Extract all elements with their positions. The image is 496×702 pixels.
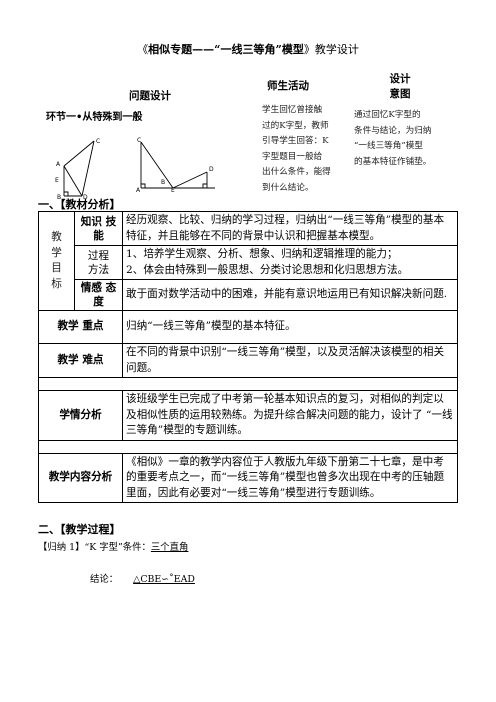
fig1-label-c: C [96,138,100,145]
table-spacer-row [38,439,458,454]
row-content-situation: 该班级学生已完成了中考第一轮基本知识点的复习，对相似的判定以及相似性质的运用较熟… [122,390,458,441]
figure-k-shape-2: C A B E D [136,137,215,192]
teacher-activity-text: 学生回忆曾接触 过的K字型，教师 引导学生回答：K 字型题目一般给 出什么条件，… [262,105,331,193]
row-content-process: 1、培养学生观察、分析、想象、归纳和逻辑推理的能力； 2、体会由特殊到一般思想、… [122,245,458,280]
conclusion-line: 结论： △CBE∽˚EAD [90,571,195,585]
row-label-content-analysis: 教学内容分析 [38,452,123,503]
conclusion-value: △CBE∽˚EAD [133,574,195,585]
conclusion-label: 结论： [90,574,119,585]
fig2-label-d: D [209,166,214,173]
fig1-label-d: D [83,194,88,200]
figure-k-shape-1: C A E B D [55,138,100,200]
table-row: 教学 难点 在不同的背景中识别“一线三等角”模型，以及灵活解决该模型的相关问题。 [38,343,458,378]
row-content-key-point: 归纳“一线三等角”模型的基本特征。 [122,310,458,344]
row-label-emotion: 情感 态 度 [74,279,123,311]
row-label-situation: 学情分析 [38,390,123,441]
section-heading-materials: 一、【教材分析】 [38,198,121,211]
header-problem-design: 问题设计 [129,90,171,102]
table-row: 教学内容分析 《相似》一章的教学内容位于人教版九年级下册第二十七章，是中考的重要… [38,452,458,503]
fig2-label-a: A [136,187,141,192]
phase-label: 环节一•从特殊到一般 [46,112,143,123]
document-title: 《相似专题——“一线三等角”模型》教学设计 [137,43,359,56]
fig2-label-e: E [171,187,175,192]
table-row: 情感 态 度 敢于面对数学活动中的困难，并能有意识地运用已有知识解决新问题. [39,279,458,311]
table-row: 过程 方法 1、培养学生观察、分析、想象、归纳和逻辑推理的能力； 2、体会由特殊… [39,245,458,280]
row-content-content-analysis: 《相似》一章的教学内容位于人教版九年级下册第二十七章，是中考的重要考点之一，而“… [122,452,458,503]
row-label-difficulty: 教学 难点 [38,343,123,378]
design-intent-text: 通过回忆K字型的 条件与结论，为归纳 “一线三等角”模型 的基本特征作铺垫。 [354,110,432,167]
table-row: 教 学 目 标 知识 技 能 经历观察、比较、归纳的学习过程，归纳出“一线三等角… [38,211,458,311]
goals-label: 教 学 目 标 [38,211,75,311]
analysis-table: 教 学 目 标 知识 技 能 经历观察、比较、归纳的学习过程，归纳出“一线三等角… [38,211,458,503]
summary-line: 【归纳 1】“K 字型”条件：三个直角 [38,539,188,553]
fig1-label-a: A [56,161,61,168]
row-content-difficulty: 在不同的背景中识别“一线三等角”模型，以及灵活解决该模型的相关问题。 [122,343,458,378]
row-label-process: 过程 方法 [74,245,123,280]
row-content-knowledge: 经历观察、比较、归纳的学习过程，归纳出“一线三等角”模型的基本特征，并且能够在不… [122,211,458,246]
table-row: 教学 重点 归纳“一线三等角”模型的基本特征。 [38,310,458,344]
row-label-knowledge: 知识 技 能 [74,211,123,246]
summary-label: 【归纳 1】“K 字型”条件： [38,542,151,553]
section-heading-process: 二、【教学过程】 [38,523,121,536]
fig1-label-e: E [55,177,59,184]
fig1-label-b: B [57,194,61,200]
fig2-label-b: B [161,179,165,186]
row-label-key-point: 教学 重点 [38,310,123,344]
header-design-intent: 设计 意图 [389,73,411,100]
summary-condition: 三个直角 [150,542,189,553]
header-teacher-activity: 师生活动 [267,80,309,92]
table-row: 学情分析 该班级学生已完成了中考第一轮基本知识点的复习，对相似的判定以及相似性质… [38,390,458,441]
row-content-emotion: 敢于面对数学活动中的困难，并能有意识地运用已有知识解决新问题. [122,279,458,311]
table-spacer-row [38,377,458,391]
fig2-label-c: C [137,137,141,144]
